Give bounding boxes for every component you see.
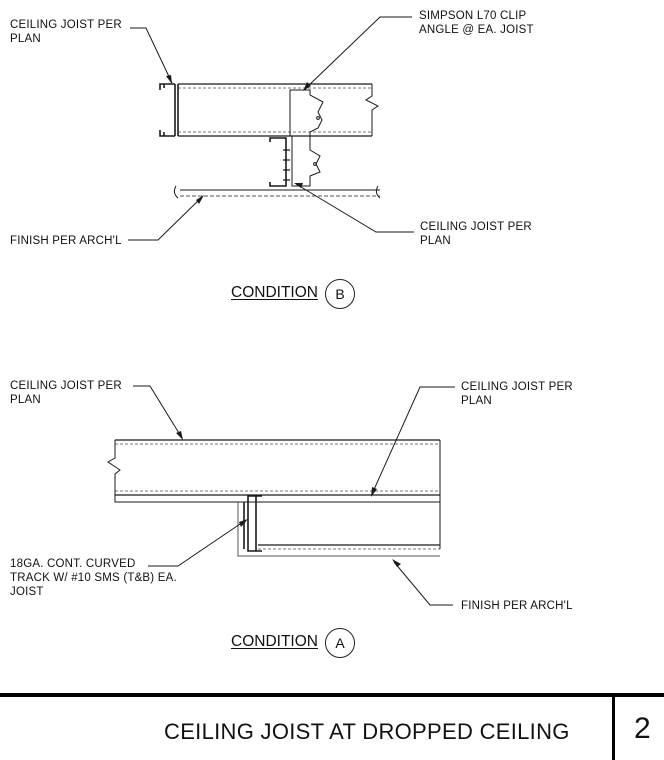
arrowhead-a-track bbox=[239, 519, 248, 527]
detail-number: 2 bbox=[634, 712, 651, 745]
condition-a-upper-joist bbox=[107, 439, 441, 503]
detail-title: CEILING JOIST AT DROPPED CEILING bbox=[164, 719, 570, 744]
leader-b-clip-angle bbox=[305, 16, 412, 89]
leader-b-joist-top-left bbox=[130, 27, 173, 84]
title-block bbox=[0, 693, 664, 760]
condition-a-label: CONDITION bbox=[231, 633, 318, 650]
condition-b-clip-angle bbox=[289, 89, 324, 187]
arrowhead-b-finish bbox=[196, 195, 204, 204]
arrowhead-a-joist-upper-right bbox=[371, 487, 377, 497]
arrowhead-b-clip-angle bbox=[303, 82, 311, 91]
title-divider bbox=[612, 697, 615, 760]
arrowhead-b-joist-top-left bbox=[166, 75, 172, 84]
condition-a-lower-joist bbox=[258, 495, 441, 550]
note-b-joist-lower: CEILING JOIST PER PLAN bbox=[420, 221, 532, 247]
note-b-finish: FINISH PER ARCH'L bbox=[10, 235, 122, 247]
condition-b-upper-joist bbox=[177, 83, 379, 137]
leader-a-track bbox=[148, 519, 247, 567]
arrowhead-b-joist-lower bbox=[294, 183, 303, 188]
note-b-clip-angle: SIMPSON L70 CLIP ANGLE @ EA. JOIST bbox=[419, 10, 534, 36]
leader-a-joist-upper-left bbox=[133, 385, 183, 439]
note-b-joist-top-left: CEILING JOIST PER PLAN bbox=[10, 19, 122, 45]
condition-b-label: CONDITION bbox=[231, 284, 318, 301]
leader-b-joist-lower bbox=[295, 183, 414, 233]
condition-a-track bbox=[243, 495, 262, 552]
arrowhead-a-finish bbox=[392, 559, 401, 567]
condition-a-finish bbox=[237, 502, 440, 557]
condition-a-bubble: A bbox=[325, 628, 355, 658]
leader-b-finish bbox=[128, 195, 204, 241]
leader-a-finish bbox=[393, 561, 453, 606]
note-a-joist-upper-left: CEILING JOIST PER PLAN bbox=[10, 380, 122, 406]
condition-b-track bbox=[159, 83, 176, 137]
arrowhead-a-joist-upper-left bbox=[176, 431, 183, 440]
condition-b-lower-joist bbox=[269, 137, 290, 187]
condition-b-bubble: B bbox=[325, 279, 355, 309]
note-a-finish: FINISH PER ARCH'L bbox=[461, 600, 573, 612]
note-a-track: 18GA. CONT. CURVED TRACK W/ #10 SMS (T&B… bbox=[10, 558, 177, 598]
condition-b-finish bbox=[173, 185, 381, 199]
note-a-joist-upper-right: CEILING JOIST PER PLAN bbox=[461, 381, 573, 407]
leader-a-joist-upper-right bbox=[371, 386, 455, 495]
